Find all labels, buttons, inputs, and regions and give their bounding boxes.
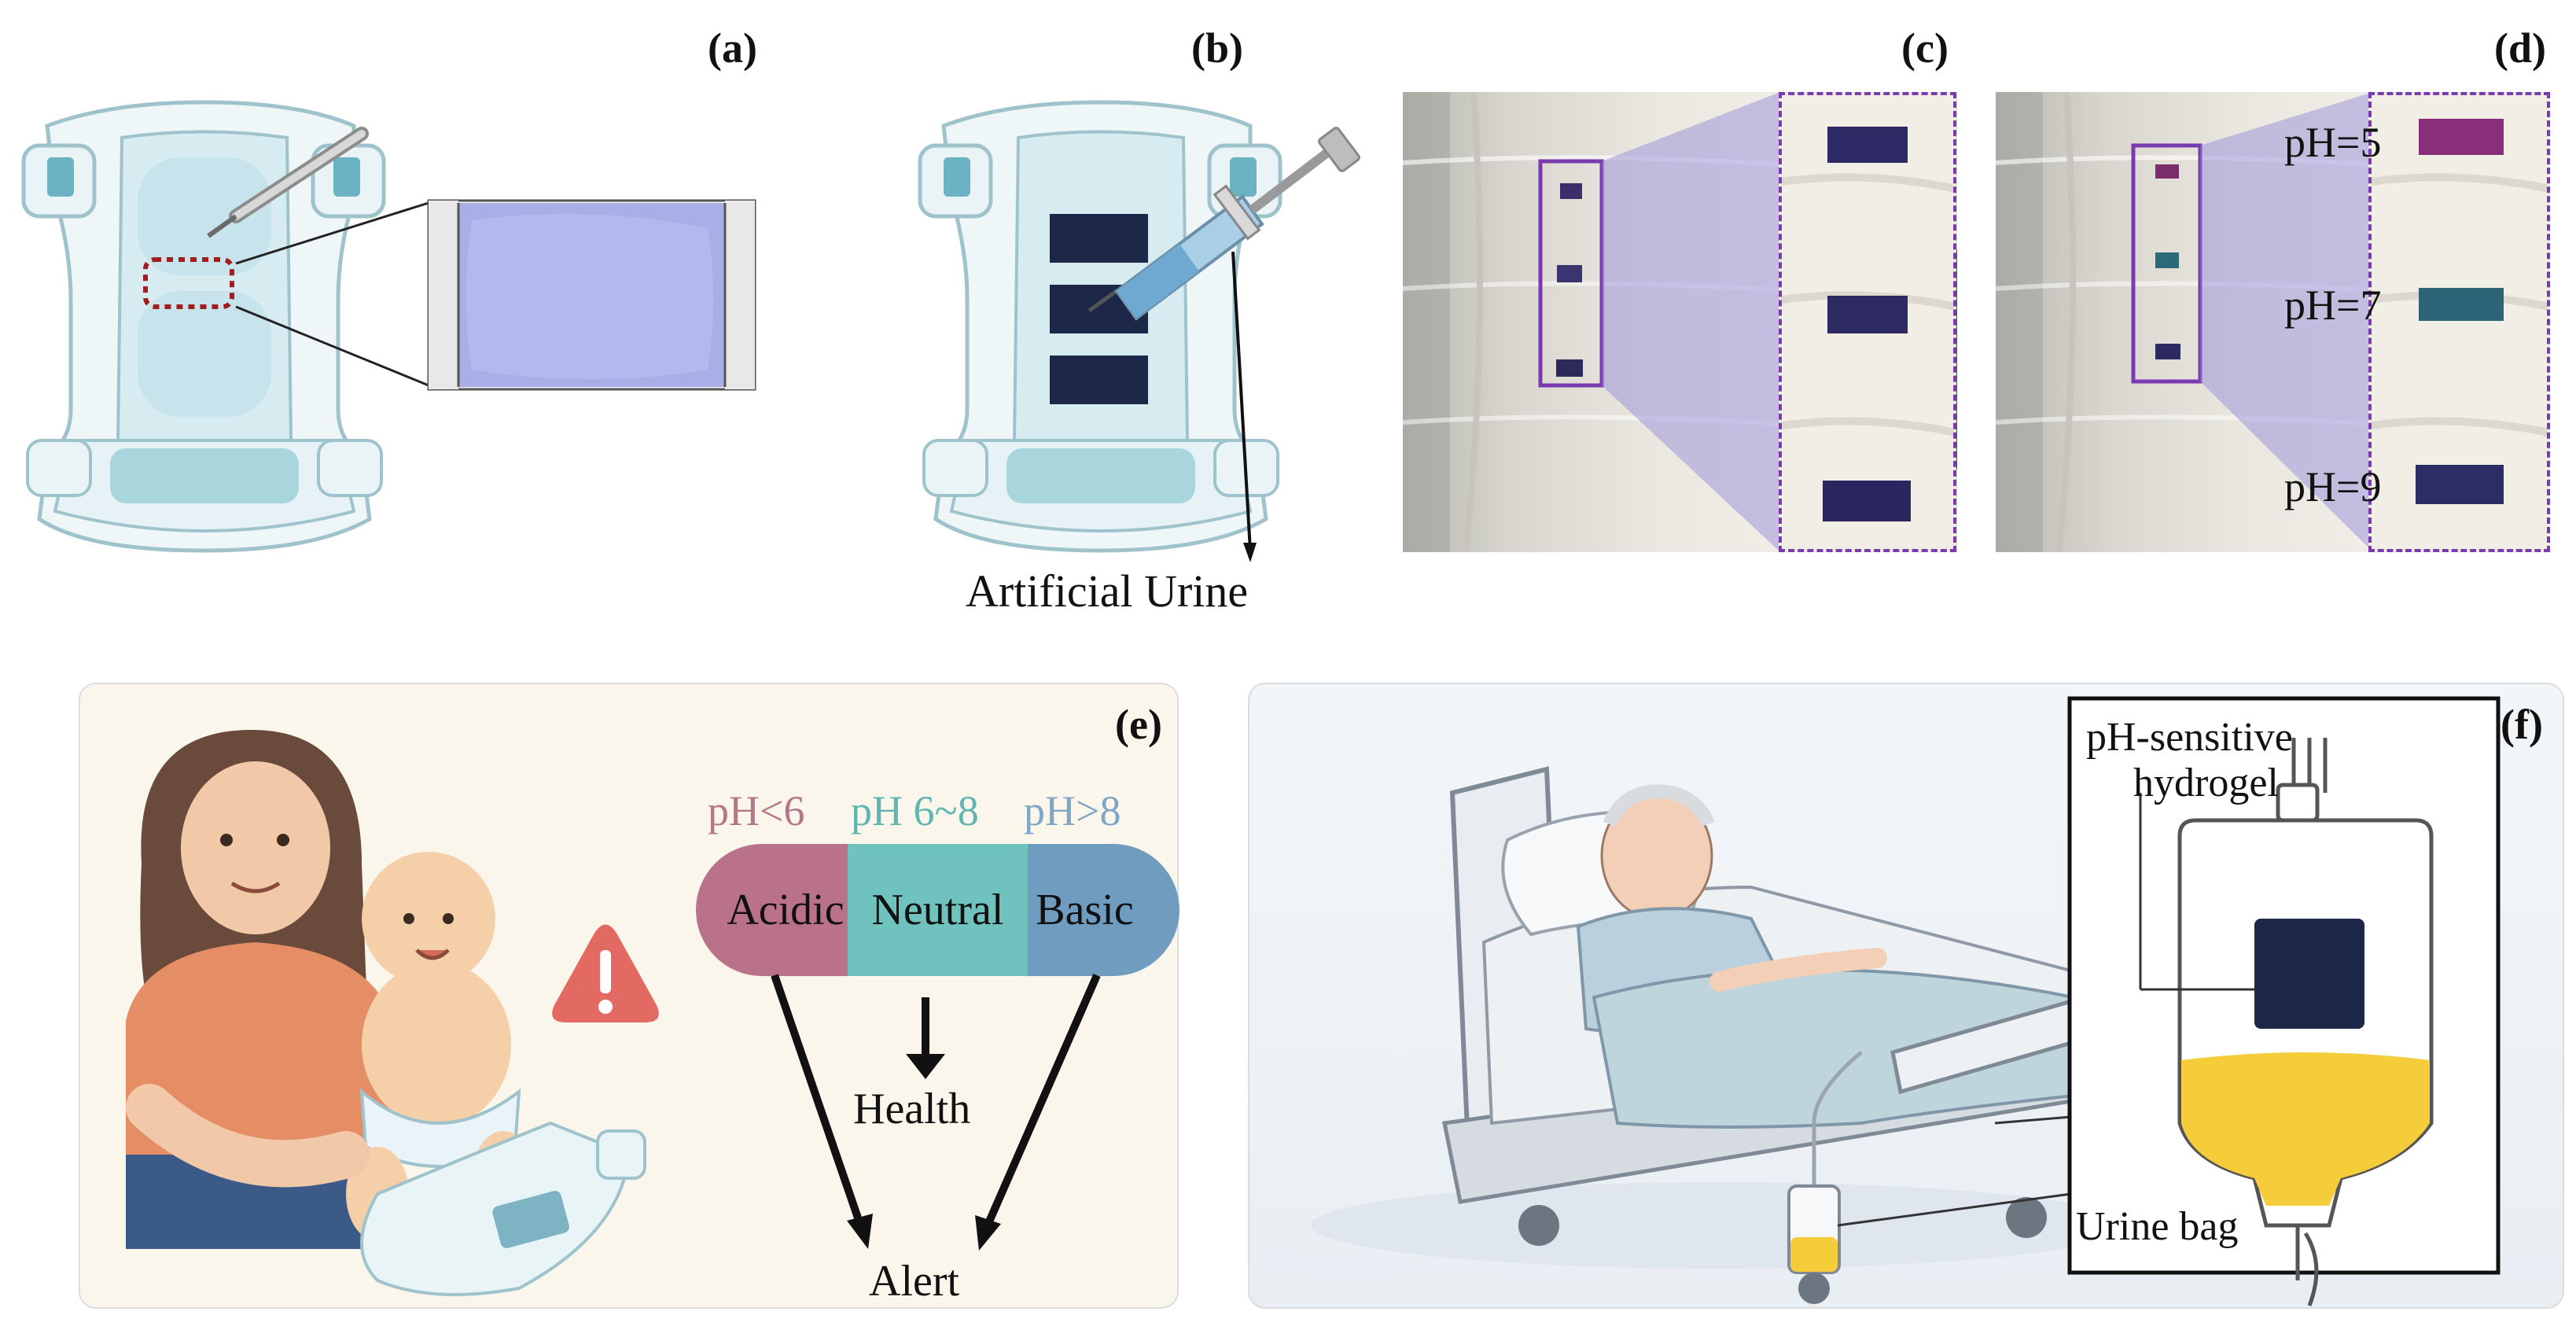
category-neutral: Neutral [847, 844, 1029, 976]
hospital-bed-illustration [1311, 696, 2501, 1306]
category-neutral-label: Neutral [871, 886, 1004, 934]
ph-category-bar: Acidic Neutral Basic [696, 844, 1179, 976]
diaper-illustration-a [21, 100, 756, 553]
category-acidic: Acidic [696, 844, 848, 976]
mother-baby-illustration [126, 730, 659, 1296]
panel-label-a: (a) [708, 24, 757, 72]
ph-label-7: pH=7 [2284, 282, 2382, 329]
alert-label: Alert [869, 1257, 960, 1306]
hydrogel-sensor [2254, 919, 2364, 1029]
syringe-icon [1087, 127, 1360, 321]
category-basic-label: Basic [1036, 886, 1134, 934]
ph-range-acidic: pH<6 [708, 787, 805, 834]
ph-range-neutral: pH 6~8 [851, 787, 979, 834]
panel-label-f: (f) [2501, 701, 2543, 748]
hydrogel-label-line2: hydrogel [2133, 761, 2279, 805]
zoom-photo-d [2368, 92, 2550, 552]
artificial-urine-caption: Artificial Urine [966, 566, 1249, 617]
ph-label-9: pH=9 [2284, 463, 2382, 510]
category-acidic-label: Acidic [727, 886, 845, 934]
warning-icon [552, 924, 659, 1022]
ph-range-basic: pH>8 [1024, 787, 1121, 834]
hydrogel-patch [1050, 356, 1148, 404]
panel-label-b: (b) [1191, 24, 1243, 72]
ph-label-5: pH=5 [2284, 119, 2382, 166]
hydrogel-patch [1050, 214, 1148, 263]
panel-label-d: (d) [2494, 24, 2546, 72]
panel-label-c: (c) [1901, 24, 1949, 72]
urine-bag-label: Urine bag [2076, 1203, 2239, 1250]
zoom-photo-c [1779, 92, 1956, 552]
diaper-illustration-b [918, 100, 1360, 562]
hydrogel-label-line1: pH-sensitive [2086, 715, 2293, 760]
panel-label-e: (e) [1115, 701, 1162, 748]
category-basic: Basic [1028, 844, 1179, 976]
health-label: Health [853, 1085, 971, 1133]
